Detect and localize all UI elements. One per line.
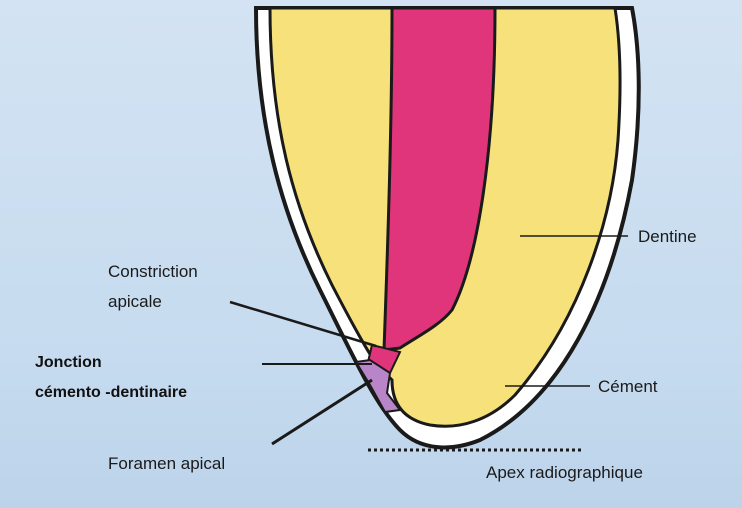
apex-label: Apex radiographique bbox=[486, 463, 643, 482]
foramen-label: Foramen apical bbox=[108, 454, 225, 473]
jonction-label-line1: Jonction bbox=[35, 354, 102, 371]
jonction-label-line2: cémento -dentinaire bbox=[35, 384, 187, 401]
constriction-label-line1: Constriction bbox=[108, 262, 198, 281]
cement-label: Cément bbox=[598, 377, 658, 396]
dentine-label: Dentine bbox=[638, 227, 697, 246]
constriction-label-line2: apicale bbox=[108, 292, 162, 311]
